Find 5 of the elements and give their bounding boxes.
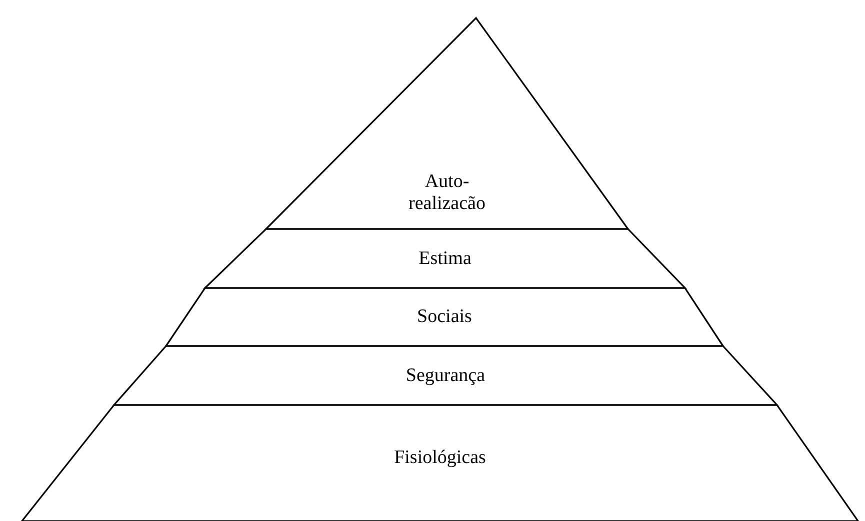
tier-label: Fisiológicas (394, 447, 486, 469)
tier-label: Estima (418, 248, 472, 270)
tier-label: Segurança (406, 364, 486, 386)
tier-label: Auto- realizacão (408, 171, 486, 215)
tier-label: Sociais (417, 306, 472, 328)
